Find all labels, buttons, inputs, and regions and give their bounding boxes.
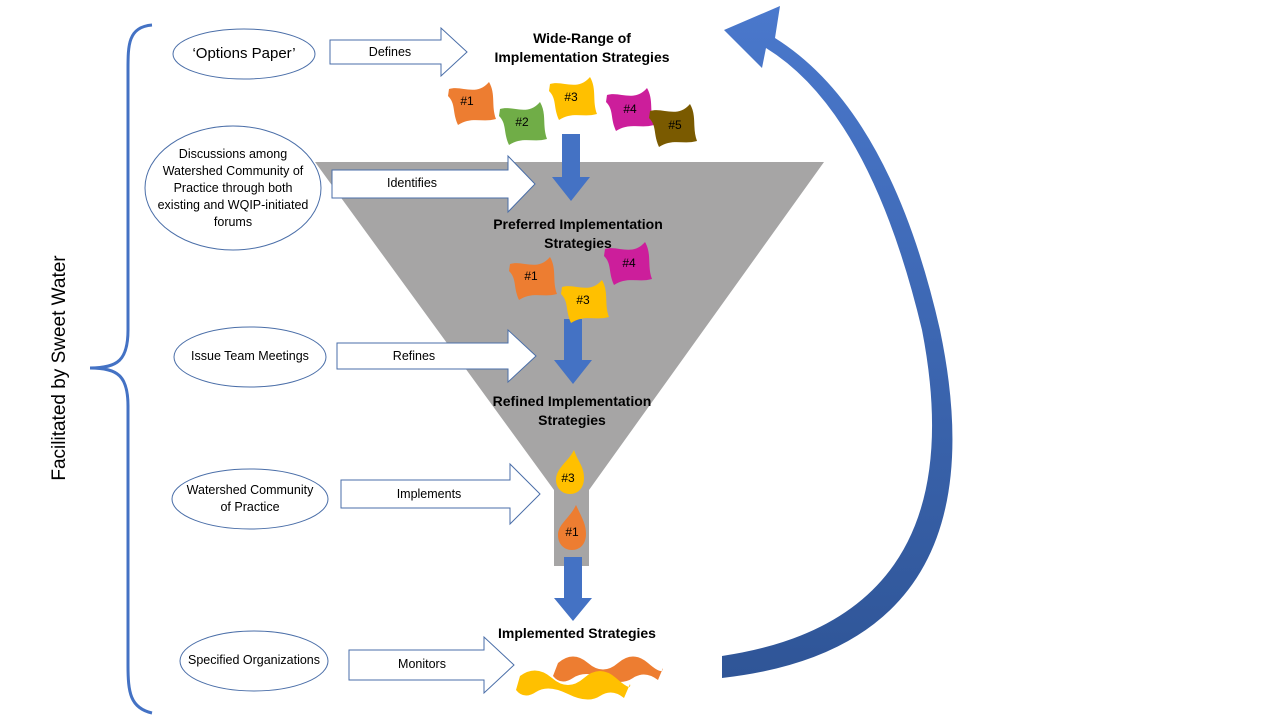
strategy-3-label: #3 xyxy=(564,90,578,104)
strategy-4-label: #4 xyxy=(623,102,637,116)
watershed-community-text: Watershed Community of Practice xyxy=(186,483,314,514)
refines-arrow xyxy=(336,328,537,384)
down-arrow-3 xyxy=(554,557,592,621)
monitors-label: Monitors xyxy=(398,657,446,671)
defines-arrow xyxy=(329,26,468,78)
strategy-2-shape xyxy=(499,102,547,145)
wide-range-title: Wide-Range of Implementation Strategies xyxy=(494,30,670,65)
strategy-1-shape xyxy=(448,82,496,125)
preferred-3-label: #3 xyxy=(576,293,590,307)
implemented-wave-orange xyxy=(553,656,663,682)
strategy-4-shape xyxy=(606,88,654,131)
options-paper-oval xyxy=(172,28,316,80)
preferred-title: Preferred Implementation Strategies xyxy=(493,216,663,251)
feedback-curved-arrow xyxy=(722,6,953,678)
preferred-4-shape xyxy=(604,242,652,285)
discussions-oval xyxy=(144,125,322,251)
implemented-title: Implemented Strategies xyxy=(498,625,656,641)
monitors-arrow xyxy=(348,635,515,695)
strategy-5-shape xyxy=(649,104,697,147)
refined-title: Refined Implementation Strategies xyxy=(492,393,652,428)
down-arrow-1 xyxy=(552,134,590,201)
implements-arrow xyxy=(340,462,541,526)
preferred-1-label: #1 xyxy=(524,269,538,283)
facilitation-brace xyxy=(89,23,153,715)
strategy-2-label: #2 xyxy=(515,115,529,129)
defines-label: Defines xyxy=(368,45,412,59)
implemented-wave-yellow xyxy=(516,670,631,700)
refined-3-label: #3 xyxy=(561,471,575,485)
identifies-arrow xyxy=(331,154,536,214)
strategy-5-label: #5 xyxy=(668,118,682,132)
preferred-4-label: #4 xyxy=(622,256,636,270)
refined-1-label: #1 xyxy=(565,525,579,539)
refines-label: Refines xyxy=(392,349,436,363)
watershed-community-oval xyxy=(171,468,329,530)
specified-organizations-text: Specified Organizations xyxy=(187,653,321,667)
identifies-label: Identifies xyxy=(386,176,438,190)
preferred-3-shape xyxy=(561,280,609,323)
refined-1-drop xyxy=(558,505,586,550)
down-arrow-2 xyxy=(554,319,592,384)
preferred-1-shape xyxy=(509,257,557,300)
options-paper-text: ‘Options Paper’ xyxy=(192,45,296,62)
strategy-1-label: #1 xyxy=(460,94,474,108)
facilitation-label-text: Facilitated by Sweet Water xyxy=(49,255,70,481)
implements-label: Implements xyxy=(396,487,462,501)
discussions-text: Discussions among Watershed Community of… xyxy=(157,147,309,229)
refined-3-drop xyxy=(556,450,584,494)
strategy-3-shape xyxy=(549,77,597,120)
specified-organizations-oval xyxy=(179,630,329,692)
issue-team-meetings-text: Issue Team Meetings xyxy=(191,349,309,363)
issue-team-meetings-oval xyxy=(173,326,327,388)
